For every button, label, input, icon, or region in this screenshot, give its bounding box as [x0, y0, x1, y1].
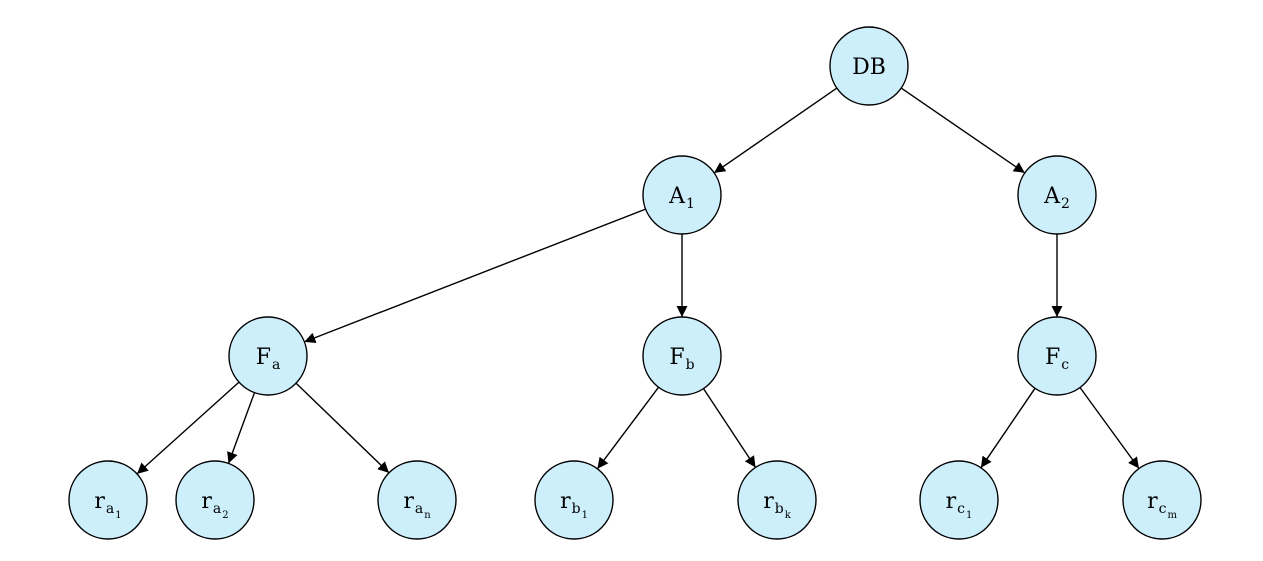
node-circle: [737, 460, 817, 540]
node-fa: Fa: [228, 316, 308, 396]
node-label-subscript: b: [572, 501, 581, 517]
node-label-subscript: c: [1061, 357, 1069, 373]
edge-fc-to-rcm: [1079, 387, 1140, 469]
node-label-subscript: a: [272, 357, 280, 373]
edges-layer: [136, 87, 1140, 475]
node-label-base: r: [1147, 489, 1158, 514]
node-label-subscript: b: [686, 357, 695, 373]
node-label-subscript: a: [415, 501, 423, 517]
node-label-base: DB: [852, 55, 886, 80]
node-rcm: rcm: [1122, 460, 1202, 540]
node-label-subscript: c: [957, 501, 965, 517]
node-label: DB: [852, 55, 886, 80]
node-label-sub-subscript: 1: [966, 510, 972, 521]
node-label: rbk: [763, 489, 792, 521]
node-circle: [829, 26, 909, 106]
edge-fb-to-rbk: [702, 388, 757, 468]
node-circle: [642, 316, 722, 396]
node-label-base: A: [668, 184, 686, 209]
edge-fb-to-rb1: [596, 386, 660, 470]
edge-fa-to-ra2: [227, 392, 256, 464]
node-label-base: F: [1045, 345, 1060, 370]
node-a1: A1: [642, 155, 722, 235]
node-rb1: rb1: [534, 460, 614, 540]
node-label-sub-subscript: 2: [222, 510, 228, 521]
node-label-base: F: [256, 345, 271, 370]
node-label-sub-subscript: n: [424, 510, 431, 521]
node-a2: A2: [1017, 155, 1097, 235]
edge-a1-to-fa: [304, 208, 646, 344]
node-label-base: r: [763, 489, 774, 514]
node-label-sub-subscript: m: [1167, 510, 1177, 521]
node-circle: [534, 460, 614, 540]
node-label-subscript: 1: [686, 196, 695, 212]
node-circle: [642, 155, 722, 235]
node-label-base: r: [403, 489, 414, 514]
node-label-subscript: 2: [1061, 196, 1070, 212]
node-circle: [1017, 316, 1097, 396]
node-rc1: rc1: [919, 460, 999, 540]
node-circle: [175, 460, 255, 540]
node-ra1: ra1: [68, 460, 148, 540]
node-label: ra1: [94, 489, 121, 521]
node-label-base: r: [560, 489, 571, 514]
node-label: ra2: [201, 489, 228, 521]
node-db: DB: [829, 26, 909, 106]
node-fc: Fc: [1017, 316, 1097, 396]
node-label-subscript: c: [1159, 501, 1167, 517]
edge-db-to-a1: [713, 87, 838, 174]
node-circle: [1122, 460, 1202, 540]
node-circle: [228, 316, 308, 396]
node-ran: ran: [377, 460, 457, 540]
node-ra2: ra2: [175, 460, 255, 540]
node-rbk: rbk: [737, 460, 817, 540]
node-circle: [377, 460, 457, 540]
node-label-base: r: [201, 489, 212, 514]
node-label-subscript: a: [213, 501, 221, 517]
edge-fa-to-ran: [295, 382, 390, 474]
node-label: Fc: [1045, 345, 1069, 373]
node-label: ran: [403, 489, 431, 521]
node-label-base: F: [669, 345, 684, 370]
node-label-subscript: a: [106, 501, 114, 517]
node-fb: Fb: [642, 316, 722, 396]
node-label-sub-subscript: 1: [582, 510, 588, 521]
node-label-base: r: [94, 489, 105, 514]
node-label: rb1: [560, 489, 588, 521]
node-label: rc1: [946, 489, 973, 521]
node-label: Fb: [669, 345, 694, 373]
node-circle: [1017, 155, 1097, 235]
node-label-base: A: [1043, 184, 1061, 209]
node-circle: [919, 460, 999, 540]
node-circle: [68, 460, 148, 540]
node-label: rcm: [1147, 489, 1177, 521]
node-label-sub-subscript: k: [785, 510, 792, 521]
node-label: A1: [668, 184, 695, 212]
edge-fa-to-ra1: [136, 381, 240, 475]
node-label-base: r: [946, 489, 957, 514]
node-label-subscript: b: [775, 501, 784, 517]
edge-db-to-a2: [900, 87, 1026, 174]
edge-fc-to-rc1: [980, 387, 1036, 469]
node-label: A2: [1043, 184, 1070, 212]
node-label-sub-subscript: 1: [115, 510, 121, 521]
node-label: Fa: [256, 345, 281, 373]
